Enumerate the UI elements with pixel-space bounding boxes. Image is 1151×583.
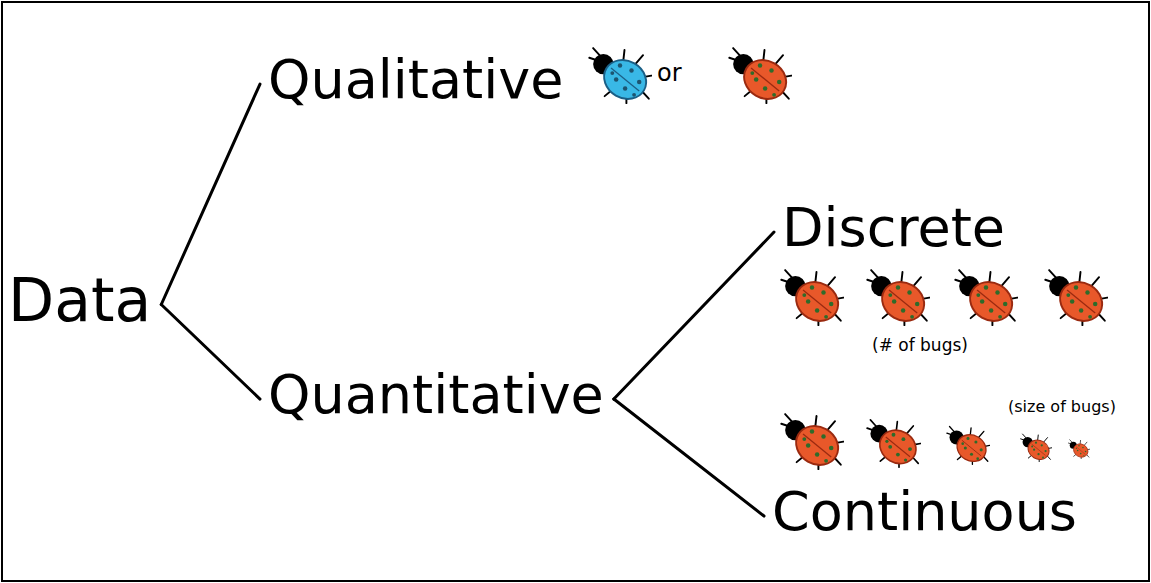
category-node: Discrete	[778, 195, 1009, 261]
category-text: Data	[8, 266, 151, 335]
tree-branch	[614, 399, 764, 516]
category-text: Continuous	[772, 481, 1077, 543]
category-text: Qualitative	[268, 49, 563, 111]
category-node: Continuous	[768, 479, 1081, 545]
category-text: Quantitative	[268, 364, 604, 426]
caption-note: (size of bugs)	[1008, 398, 1116, 416]
category-node: Data	[4, 264, 155, 337]
tree-branch	[161, 305, 260, 400]
tree-branch	[161, 84, 260, 304]
category-node: Quantitative	[264, 362, 608, 428]
category-node: Qualitative	[264, 47, 567, 113]
tree-branch	[614, 232, 774, 399]
caption-note: (# of bugs)	[872, 336, 968, 356]
connective-word: or	[657, 60, 682, 88]
category-text: Discrete	[782, 197, 1005, 259]
